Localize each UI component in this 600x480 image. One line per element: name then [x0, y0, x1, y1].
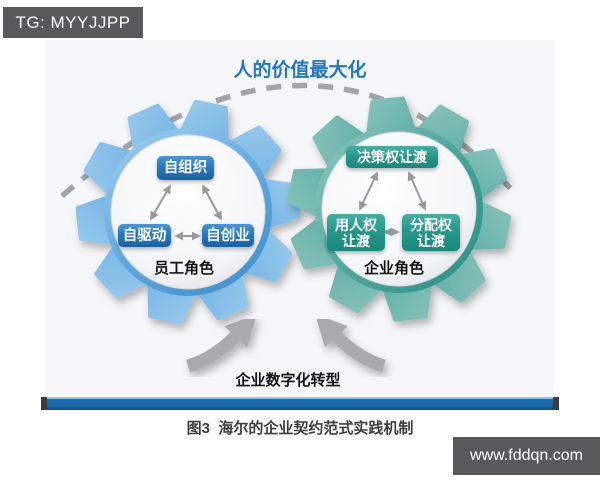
watermark-label: www.fddqn.com — [470, 447, 583, 464]
divider-bar-blue — [47, 397, 553, 410]
employee-node-self-venture: 自创业 — [202, 224, 254, 247]
transform-label: 企业数字化转型 — [235, 372, 341, 389]
employee-gear-label: 员工角色 — [153, 260, 214, 277]
enterprise-node-hiring-rights: 用人权让渡 — [327, 214, 385, 251]
divider-bar-left-cap — [41, 397, 47, 410]
tg-badge: TG: MYYJJPP — [3, 7, 143, 38]
tg-badge-label: TG: MYYJJPP — [15, 12, 131, 32]
diagram-title: 人的价值最大化 — [233, 60, 367, 81]
enterprise-node-distribution-rights: 分配权让渡 — [402, 214, 460, 251]
divider-bar-right-cap — [553, 397, 559, 410]
divider-bar — [41, 397, 559, 410]
content-card — [47, 40, 553, 397]
figure-caption: 图3 海尔的企业契约范式实践机制 — [186, 420, 414, 437]
employee-node-self-organization: 自组织 — [157, 156, 214, 180]
employee-node-self-drive: 自驱动 — [118, 224, 171, 247]
enterprise-gear-label: 企业角色 — [363, 260, 424, 277]
watermark: www.fddqn.com — [453, 437, 600, 475]
enterprise-node-decision-rights: 决策权让渡 — [346, 146, 438, 168]
